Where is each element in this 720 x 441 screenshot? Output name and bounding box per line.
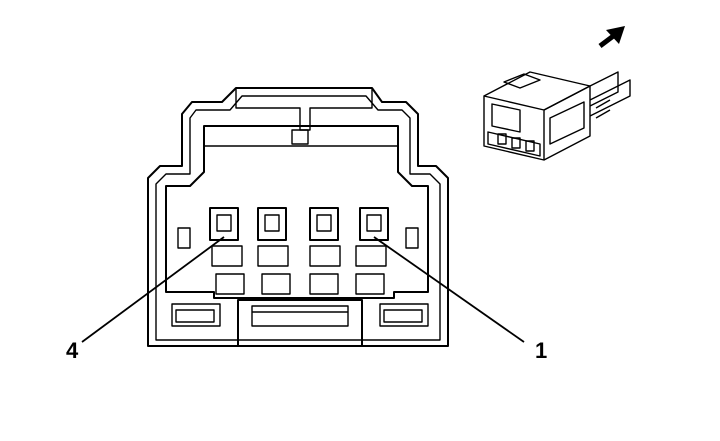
pin-3 [257,207,289,267]
latch-tab [291,129,309,145]
bottom-key-left [171,303,221,327]
leader-line-pin-4 [81,236,225,343]
arrow-up-right-icon [598,26,625,48]
connector-face [147,87,449,347]
lower-tab-1 [215,273,245,295]
housing-inner-outline [155,95,441,341]
terminal-cavity [165,125,429,299]
pin-label-1: 1 [535,338,547,363]
lower-tab-2 [261,273,291,295]
lower-tab-3 [309,273,339,295]
latch [235,88,373,131]
pin-label-4: 4 [66,338,79,363]
connector-isometric-view [483,71,631,161]
side-notch-left [177,227,191,249]
side-notch-right [405,227,419,249]
leader-line-pin-1 [373,236,525,343]
pin-4 [209,207,243,267]
housing-outer [147,87,449,347]
bottom-key-right [379,303,429,327]
lower-tab-4 [355,273,385,295]
center-slot-inner [251,305,349,327]
pin-2 [309,207,341,267]
pin-1 [355,207,389,267]
bottom-center-slot [237,299,363,347]
